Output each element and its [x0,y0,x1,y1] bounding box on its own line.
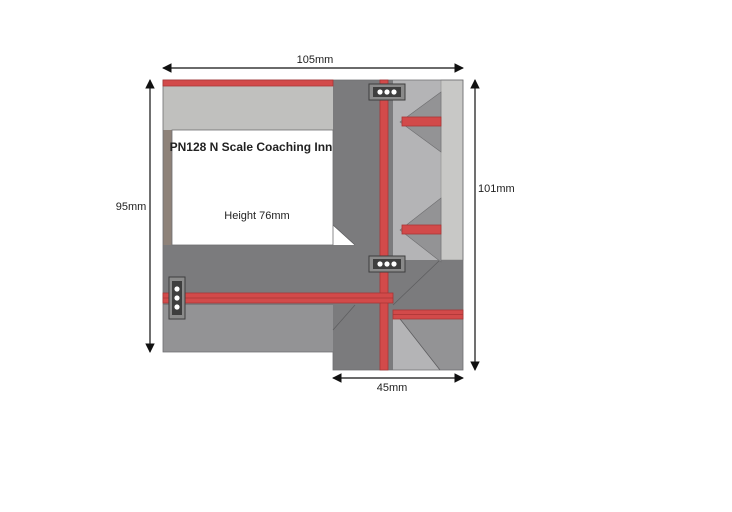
label-box [171,129,334,246]
right-wing-left-slope [333,80,395,352]
left-dimension-label: 95mm [116,201,147,213]
hip-lines [332,224,441,371]
right-dimension-label: 101mm [478,183,515,195]
left-wing-lower-slope [163,305,355,352]
right-ridge-strip [440,79,464,261]
roof-outline [162,79,464,371]
dimension-lines [145,63,480,383]
wall-strip [163,130,172,245]
dormer-lower-ridge [401,224,442,235]
label-panel [171,129,334,246]
bottom-dimension-label: 45mm [377,382,408,394]
top-gutter [162,79,334,87]
top-strip-roof [163,86,333,130]
model-title: PN128 N Scale Coaching Inn [170,140,333,154]
top-dimension-label: 105mm [297,54,334,66]
vertical-ridge [379,79,389,371]
red-ridges [162,79,464,371]
dormer-upper-ridge [401,116,442,127]
chimney-stack-icon [368,255,406,273]
chimney-stack-icon [168,276,186,320]
model-height: Height 76mm [224,210,289,222]
chimney-stack-icon [368,83,406,101]
bottom-section [333,305,393,370]
lower-right-slope [393,310,463,370]
